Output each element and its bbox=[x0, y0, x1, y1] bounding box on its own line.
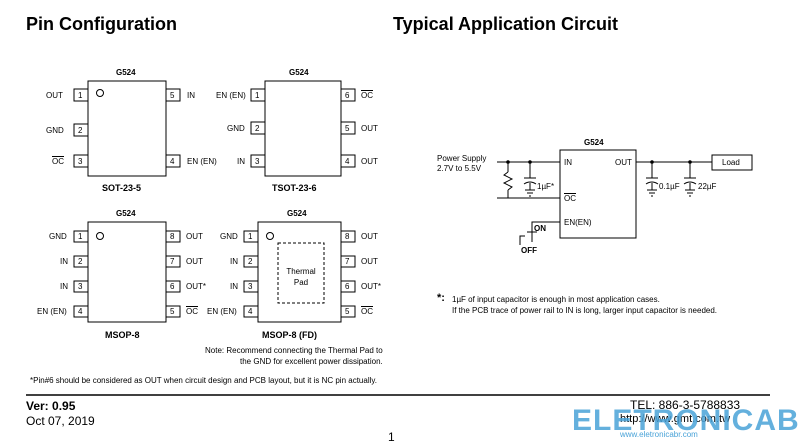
pin-number: 2 bbox=[78, 126, 83, 135]
sot235-body bbox=[87, 80, 167, 177]
pin-number: 3 bbox=[255, 157, 260, 166]
pin-label: OUT* bbox=[186, 282, 206, 291]
pin-number: 7 bbox=[345, 257, 350, 266]
msop8-part: G524 bbox=[116, 209, 136, 218]
pin-label: EN (EN) bbox=[37, 307, 67, 316]
pin-number: 5 bbox=[170, 307, 175, 316]
ic-pin-oc: OC bbox=[564, 194, 576, 203]
input-cap-label: 1µF* bbox=[537, 182, 555, 191]
pin6-note: *Pin#6 should be considered as OUT when … bbox=[30, 376, 378, 385]
supply-range: 2.7V to 5.5V bbox=[437, 164, 482, 173]
pin-label: IN bbox=[60, 282, 68, 291]
pin-label: OUT bbox=[46, 91, 63, 100]
version: Ver: 0.95 bbox=[26, 399, 76, 413]
pin-label: OUT bbox=[361, 257, 378, 266]
pin-number: 2 bbox=[78, 257, 83, 266]
pin-label: OUT bbox=[361, 157, 378, 166]
msop8fd-part: G524 bbox=[287, 209, 307, 218]
ic-pin-out: OUT bbox=[615, 158, 632, 167]
ic-pin-in: IN bbox=[564, 158, 572, 167]
pin-label: OUT bbox=[361, 232, 378, 241]
pin-number: 3 bbox=[248, 282, 253, 291]
app-circuit-heading: Typical Application Circuit bbox=[393, 14, 619, 34]
supply-label: Power Supply bbox=[437, 154, 487, 163]
switch-on-label: ON bbox=[534, 224, 546, 233]
pin-number: 3 bbox=[78, 157, 83, 166]
pin-number: 1 bbox=[248, 232, 253, 241]
pin-number: 3 bbox=[78, 282, 83, 291]
pin-label: IN bbox=[230, 282, 238, 291]
pin-label: IN bbox=[187, 91, 195, 100]
circuit-part: G524 bbox=[584, 138, 604, 147]
pin-label: OUT* bbox=[361, 282, 381, 291]
pin-number: 5 bbox=[345, 307, 350, 316]
msop8-body bbox=[87, 221, 167, 323]
pin-number: 7 bbox=[170, 257, 175, 266]
thermal-note: Note: Recommend connecting the Thermal P… bbox=[205, 346, 383, 355]
pin-label: EN (EN) bbox=[216, 91, 246, 100]
pin-label: IN bbox=[230, 257, 238, 266]
pin-label: GND bbox=[46, 126, 64, 135]
pin-number: 2 bbox=[255, 124, 260, 133]
pin-label: OC bbox=[186, 307, 198, 316]
circuit-ic bbox=[559, 149, 637, 239]
pin-label: OUT bbox=[186, 257, 203, 266]
telephone: TEL: 886-3-5788833 bbox=[630, 398, 741, 412]
pin-label: OC bbox=[52, 157, 64, 166]
footnote-2: If the PCB trace of power rail to IN is … bbox=[452, 306, 718, 315]
pin-number: 6 bbox=[345, 91, 350, 100]
sot235-pkg: SOT-23-5 bbox=[102, 183, 142, 193]
pin-label: OUT bbox=[361, 124, 378, 133]
thermal-note-2: the GND for excellent power dissipation. bbox=[240, 357, 383, 366]
pin-label: IN bbox=[60, 257, 68, 266]
pin-label: OC bbox=[361, 307, 373, 316]
page-number: 1 bbox=[388, 430, 395, 444]
pin-number: 1 bbox=[78, 91, 83, 100]
pin-label: GND bbox=[220, 232, 238, 241]
pin-number: 4 bbox=[248, 307, 253, 316]
pin-number: 5 bbox=[170, 91, 175, 100]
load-label: Load bbox=[722, 158, 740, 167]
pin-label: GND bbox=[49, 232, 67, 241]
pin-number: 8 bbox=[345, 232, 350, 241]
msop8fd-pkg: MSOP-8 (FD) bbox=[262, 330, 317, 340]
pin-label: EN (EN) bbox=[207, 307, 237, 316]
pin-number: 4 bbox=[78, 307, 83, 316]
msop8fd-body bbox=[257, 221, 342, 323]
footnote-star: *: bbox=[437, 292, 445, 304]
pin-config-heading: Pin Configuration bbox=[26, 14, 177, 34]
footnote-1: 1µF of input capacitor is enough in most… bbox=[452, 295, 660, 304]
pin-number: 1 bbox=[255, 91, 260, 100]
date: Oct 07, 2019 bbox=[26, 414, 95, 428]
sot235-part: G524 bbox=[116, 68, 136, 77]
pin-number: 8 bbox=[170, 232, 175, 241]
pin-number: 6 bbox=[170, 282, 175, 291]
pin-label: OUT bbox=[186, 232, 203, 241]
pin-label: GND bbox=[227, 124, 245, 133]
tsot236-pkg: TSOT-23-6 bbox=[272, 183, 317, 193]
website: http://www.gmt.com.tw bbox=[620, 413, 731, 425]
cap-0.1uf-label: 0.1µF bbox=[659, 182, 680, 191]
msop8-pkg: MSOP-8 bbox=[105, 330, 140, 340]
switch-off-label: OFF bbox=[521, 246, 537, 255]
pin-number: 2 bbox=[248, 257, 253, 266]
ic-pin-en: EN(EN) bbox=[564, 218, 592, 227]
pin-label: EN (EN) bbox=[187, 157, 217, 166]
thermal-pad-label: Thermal Pad bbox=[286, 267, 316, 287]
pin-number: 5 bbox=[345, 124, 350, 133]
pin-number: 4 bbox=[170, 157, 175, 166]
tsot236-body bbox=[264, 80, 342, 177]
cap-22uf-label: 22µF bbox=[698, 182, 717, 191]
tsot236-part: G524 bbox=[289, 68, 309, 77]
pin-number: 1 bbox=[78, 232, 83, 241]
pin-label: OC bbox=[361, 91, 373, 100]
pin-number: 6 bbox=[345, 282, 350, 291]
pin-label: IN bbox=[237, 157, 245, 166]
watermark-url: www.eletronicabr.com bbox=[620, 430, 698, 439]
watermark-brand: ELETRONICABR bbox=[572, 404, 800, 437]
pin-number: 4 bbox=[345, 157, 350, 166]
